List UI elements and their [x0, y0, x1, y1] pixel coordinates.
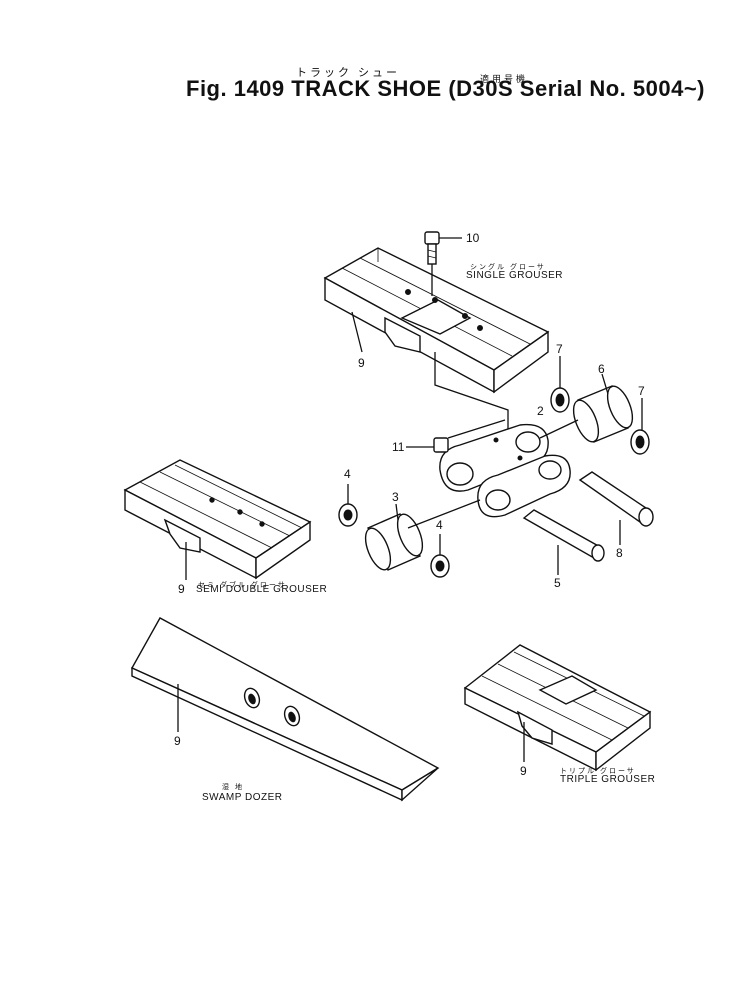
seal-7-right [630, 398, 650, 455]
seal-7-left [550, 356, 570, 413]
callout-9-triple: 9 [520, 764, 527, 778]
callout-9-swamp: 9 [174, 734, 181, 748]
callout-10: 10 [466, 231, 480, 245]
semi-double-jp: セミ ダブル グローサ [198, 582, 287, 589]
title-japanese: トラック シュー [296, 67, 401, 79]
bushing-3 [364, 499, 481, 571]
seal-4-right [430, 534, 450, 578]
callout-3: 3 [392, 490, 399, 504]
bushing-6 [539, 373, 634, 443]
swamp-dozer-shoe [131, 617, 440, 802]
semi-double-label: SEMI DOUBLE GROUSER [196, 584, 328, 595]
callout-6: 6 [598, 362, 605, 376]
callout-9-single: 9 [358, 356, 365, 370]
callout-4-right: 4 [436, 518, 443, 532]
callout-5: 5 [554, 576, 561, 590]
swamp-dozer-jp: 湿 地 [222, 784, 244, 791]
callout-7-right: 7 [638, 384, 645, 398]
triple-grouser-shoe [463, 644, 652, 772]
callout-9-semi: 9 [178, 582, 185, 596]
serial-japanese: 適用号機 [480, 74, 529, 84]
page-title: Fig. 1409 TRACK SHOE (D30S Serial No. 50… [186, 76, 706, 101]
bolt-10 [424, 231, 462, 296]
callout-11: 11 [392, 440, 405, 454]
triple-grouser-jp: トリプル グローサ [560, 768, 636, 775]
pin-5 [522, 509, 605, 575]
callout-2: 2 [537, 404, 544, 418]
callout-8: 8 [616, 546, 623, 560]
single-grouser-label: SINGLE GROUSER [466, 270, 564, 281]
callout-4-left: 4 [344, 467, 351, 481]
pin-8 [578, 471, 654, 545]
swamp-dozer-label: SWAMP DOZER [202, 792, 283, 803]
single-grouser-jp: シングル グローサ [470, 264, 546, 271]
seal-4-left [338, 484, 358, 527]
callout-7-left: 7 [556, 342, 563, 356]
link-assembly [439, 423, 571, 518]
semi-double-grouser-shoe [123, 459, 312, 580]
single-grouser-shoe [323, 247, 550, 394]
triple-grouser-label: TRIPLE GROUSER [560, 774, 656, 785]
nut-11 [406, 437, 449, 453]
